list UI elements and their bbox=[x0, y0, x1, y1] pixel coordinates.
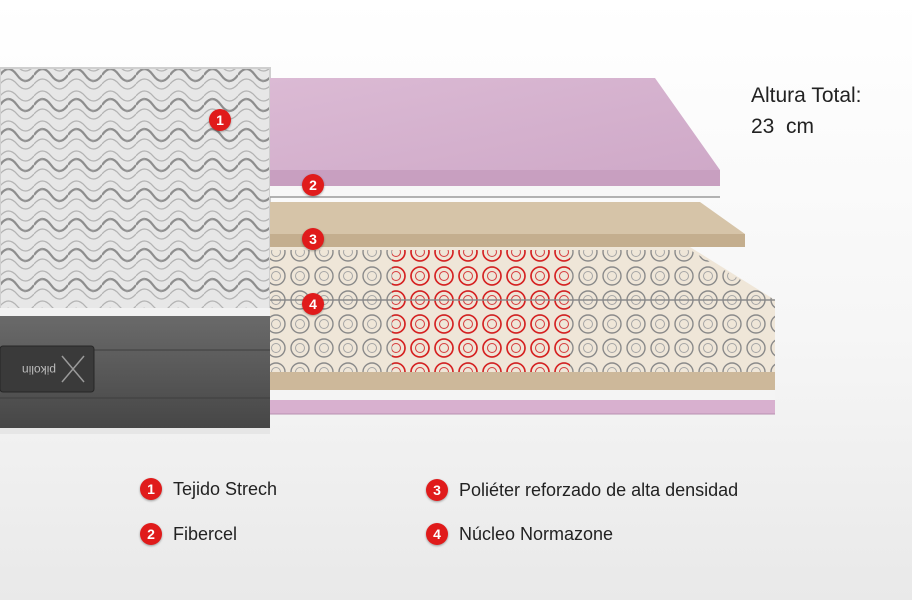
brand-logo-x bbox=[61, 355, 85, 383]
total-height-label: Altura Total: bbox=[751, 84, 862, 107]
legend-item-1: 1 Tejido Strech bbox=[140, 478, 277, 500]
marker-1: 1 bbox=[209, 109, 231, 131]
marker-3: 3 bbox=[302, 228, 324, 250]
springs-reinforced-zone bbox=[392, 250, 570, 372]
mattress-cross-section: pikolin bbox=[0, 67, 775, 434]
legend-text-4: Núcleo Normazone bbox=[459, 523, 614, 544]
layer-bottom-fibercel bbox=[270, 390, 775, 400]
legend-item-4: 4 Núcleo Normazone bbox=[426, 523, 613, 545]
layer-spring-core bbox=[270, 247, 775, 390]
layer-fibercel bbox=[270, 186, 720, 197]
mattress-piping bbox=[0, 308, 270, 316]
legend-item-2: 2 Fibercel bbox=[140, 523, 237, 545]
legend-item-3: 3 Poliéter reforzado de alta densidad bbox=[426, 479, 738, 501]
brand-label-text: pikolin bbox=[22, 363, 56, 377]
layer-foam bbox=[270, 202, 745, 247]
mattress-full: pikolin bbox=[0, 67, 271, 434]
mattress-quilted-top bbox=[0, 68, 270, 314]
legend-badge-2: 2 bbox=[140, 523, 162, 545]
marker-4: 4 bbox=[302, 293, 324, 315]
legend-text-1: Tejido Strech bbox=[173, 478, 278, 499]
total-height: Altura Total: 23 cm bbox=[751, 80, 862, 142]
legend-badge-3: 3 bbox=[426, 479, 448, 501]
legend-badge-4: 4 bbox=[426, 523, 448, 545]
legend-badge-1: 1 bbox=[140, 478, 162, 500]
legend-text-2: Fibercel bbox=[173, 523, 238, 544]
marker-2: 2 bbox=[302, 174, 324, 196]
layer-pink-top bbox=[270, 78, 720, 186]
layer-bottom-pink bbox=[270, 400, 775, 414]
legend-text-3: Poliéter reforzado de alta densidad bbox=[459, 479, 739, 500]
brand-label-patch: pikolin bbox=[0, 345, 95, 393]
total-height-value: 23 cm bbox=[751, 115, 815, 138]
